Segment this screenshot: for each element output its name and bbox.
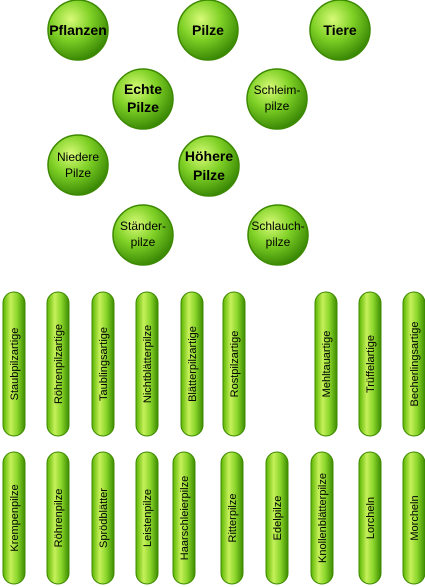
circle-node-hoehere-pilze: Höhere Pilze (178, 135, 240, 197)
pill-label-krempenpilze: Krempenpilze (9, 484, 21, 551)
pill-label-edelpilze: Edelpilze (272, 496, 284, 541)
circle-label-pilze: Pilze (192, 22, 224, 38)
pill-haarschleierpilze: Haarschleierpilze (172, 451, 196, 585)
circle-label-schlauchpilze-line2: pilze (266, 235, 291, 249)
circle-node-pilze: Pilze (177, 0, 239, 61)
circle-label-hoehere-pilze-line1: Höhere (185, 148, 233, 164)
circle-label-niedere-pilze-line2: Pilze (65, 166, 91, 180)
pill-roehrenpilzartige: Röhrenpilzartige (46, 291, 70, 437)
pill-mehltauartige: Mehltauartige (314, 291, 338, 437)
circle-label-echte-pilze-line2: Pilze (127, 99, 159, 115)
circle-label-niedere-pilze-line1: Niedere (57, 150, 99, 164)
pill-label-roehrenpilze: Röhrenpilze (53, 489, 65, 548)
circle-label-echte-pilze-line1: Echte (124, 81, 162, 97)
pill-lorcheln: Lorcheln (358, 451, 382, 585)
pill-label-leistenpilze: Leistenpilze (142, 489, 154, 547)
circle-node-staenderpilze: Ständer- pilze (112, 204, 174, 266)
pill-label-morcheln: Morcheln (409, 495, 421, 540)
pill-label-haarschleierpilze: Haarschleierpilze (179, 476, 191, 560)
circle-node-tiere: Tiere (309, 0, 371, 61)
circle-node-schlauchpilze: Schlauch- pilze (247, 204, 309, 266)
pill-trueffelartige: Trüffelartige (358, 291, 382, 437)
pill-label-mehltauartige: Mehltauartige (321, 331, 333, 398)
pill-label-staubpilzartige: Staubpilzartige (9, 328, 21, 401)
circle-label-staenderpilze-line2: pilze (131, 235, 156, 249)
pill-ritterpilze: Ritterpilze (220, 451, 244, 585)
pill-blaetterpilzartige: Blätterpilzartige (180, 291, 204, 437)
pill-label-becherlingsartige: Becherlingsartige (409, 322, 421, 407)
pill-label-blaetterpilzartige: Blätterpilzartige (187, 326, 199, 402)
pill-label-rostpilzartige: Rostpilzartige (229, 331, 241, 398)
circle-node-pflanzen: Pflanzen (47, 0, 109, 61)
circle-node-echte-pilze: Echte Pilze (112, 68, 174, 130)
circle-label-pflanzen: Pflanzen (49, 22, 107, 38)
pill-label-sproedblaetter: Sprödblätter (98, 488, 110, 548)
pill-staubpilzartige: Staubpilzartige (2, 291, 26, 437)
pill-label-trueffelartige: Trüffelartige (365, 335, 377, 393)
pill-knollenblaetterpilze: Knollenblätterpilze (310, 451, 334, 585)
pill-rostpilzartige: Rostpilzartige (222, 291, 246, 437)
pill-label-roehrenpilzartige: Röhrenpilzartige (53, 324, 65, 404)
circle-node-schleimpilze: Schleim- pilze (246, 68, 308, 130)
pill-roehrenpilze: Röhrenpilze (46, 451, 70, 585)
pill-leistenpilze: Leistenpilze (135, 451, 159, 585)
pill-label-taeublingsartige: Taublingsartige (98, 327, 110, 401)
pill-taeublingsartige: Taublingsartige (91, 291, 115, 437)
pill-label-lorcheln: Lorcheln (365, 497, 377, 539)
upper-pill-row: Staubpilzartige Röhrenpilzartige Taublin… (2, 291, 425, 437)
lower-pill-row: Krempenpilze Röhrenpilze Sprödblätter Le… (2, 451, 425, 585)
pill-edelpilze: Edelpilze (265, 451, 289, 585)
connectors (11, 59, 417, 465)
circle-label-schleimpilze-line2: pilze (265, 99, 290, 113)
circle-label-schlauchpilze-line1: Schlauch- (251, 219, 304, 233)
pill-becherlingsartige: Becherlingsartige (402, 291, 425, 437)
pill-nichtblaetterpilze: Nichtblätterpilze (135, 291, 159, 437)
circle-node-niedere-pilze: Niedere Pilze (47, 134, 109, 196)
circle-label-staenderpilze-line1: Ständer- (120, 219, 166, 233)
pill-sproedblaetter: Sprödblätter (91, 451, 115, 585)
circle-label-schleimpilze-line1: Schleim- (254, 83, 301, 97)
circle-label-tiere: Tiere (323, 22, 356, 38)
pill-label-ritterpilze: Ritterpilze (227, 494, 239, 543)
pill-label-knollenblaetterpilze: Knollenblätterpilze (317, 473, 329, 563)
circle-label-hoehere-pilze-line2: Pilze (193, 167, 225, 183)
pill-label-nichtblaetterpilze: Nichtblätterpilze (142, 325, 154, 403)
pill-morcheln: Morcheln (402, 451, 425, 585)
pill-krempenpilze: Krempenpilze (2, 451, 26, 585)
